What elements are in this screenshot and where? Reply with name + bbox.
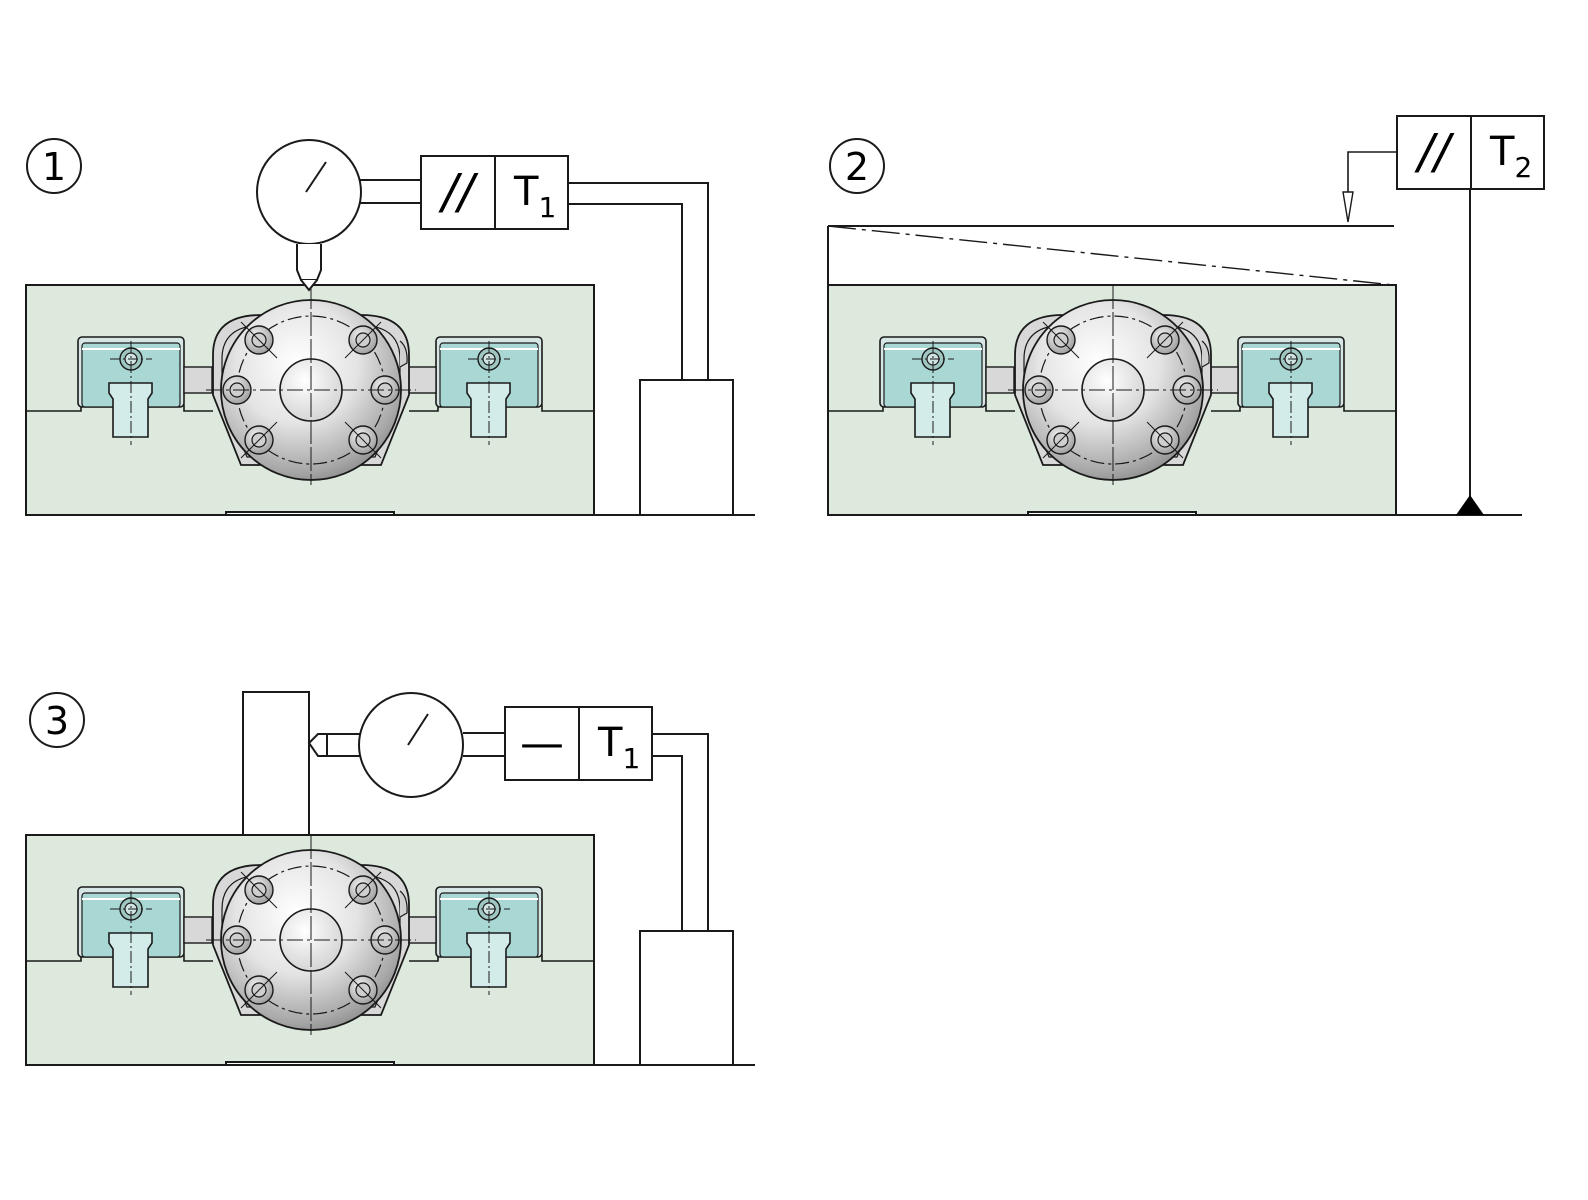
feature-control-frame: // T2 (1396, 115, 1545, 190)
housing-assembly (25, 284, 595, 516)
tolerance-label: T2 (1489, 129, 1532, 184)
parallelism-symbol: // (438, 164, 479, 220)
dial-gauge-icon (358, 692, 464, 798)
panel-1: 1 // T1 (25, 138, 755, 516)
dial-indicator (307, 692, 505, 798)
tolerance-zone (827, 225, 1395, 286)
panel-3: 3 — T1 (25, 691, 755, 1066)
leader-arrow (1342, 151, 1397, 223)
panel-number-circle (26, 138, 82, 194)
dial-gauge-icon (256, 139, 362, 245)
panel-number-circle (829, 138, 885, 194)
dial-indicator (256, 139, 421, 292)
tolerance-label: T1 (513, 169, 556, 224)
connection-line (652, 733, 709, 931)
panel-2: 2 // T2 (827, 115, 1545, 516)
housing-assembly (25, 834, 595, 1066)
parallelism-symbol: // (1414, 124, 1455, 180)
measuring-stand (639, 379, 734, 516)
panel-number: 1 (42, 145, 66, 189)
tolerance-label: T1 (597, 720, 640, 775)
connection-line (568, 182, 709, 380)
housing-assembly (827, 284, 1397, 516)
measuring-stand (639, 930, 734, 1066)
panel-number: 2 (845, 145, 869, 189)
reference-block (242, 691, 310, 836)
feature-control-frame: // T1 (420, 155, 569, 230)
datum-triangle-icon (1456, 495, 1484, 515)
feature-control-frame: — T1 (504, 706, 653, 781)
straightness-symbol: — (520, 718, 564, 769)
panel-number-circle (29, 692, 85, 748)
panel-number: 3 (45, 699, 69, 743)
